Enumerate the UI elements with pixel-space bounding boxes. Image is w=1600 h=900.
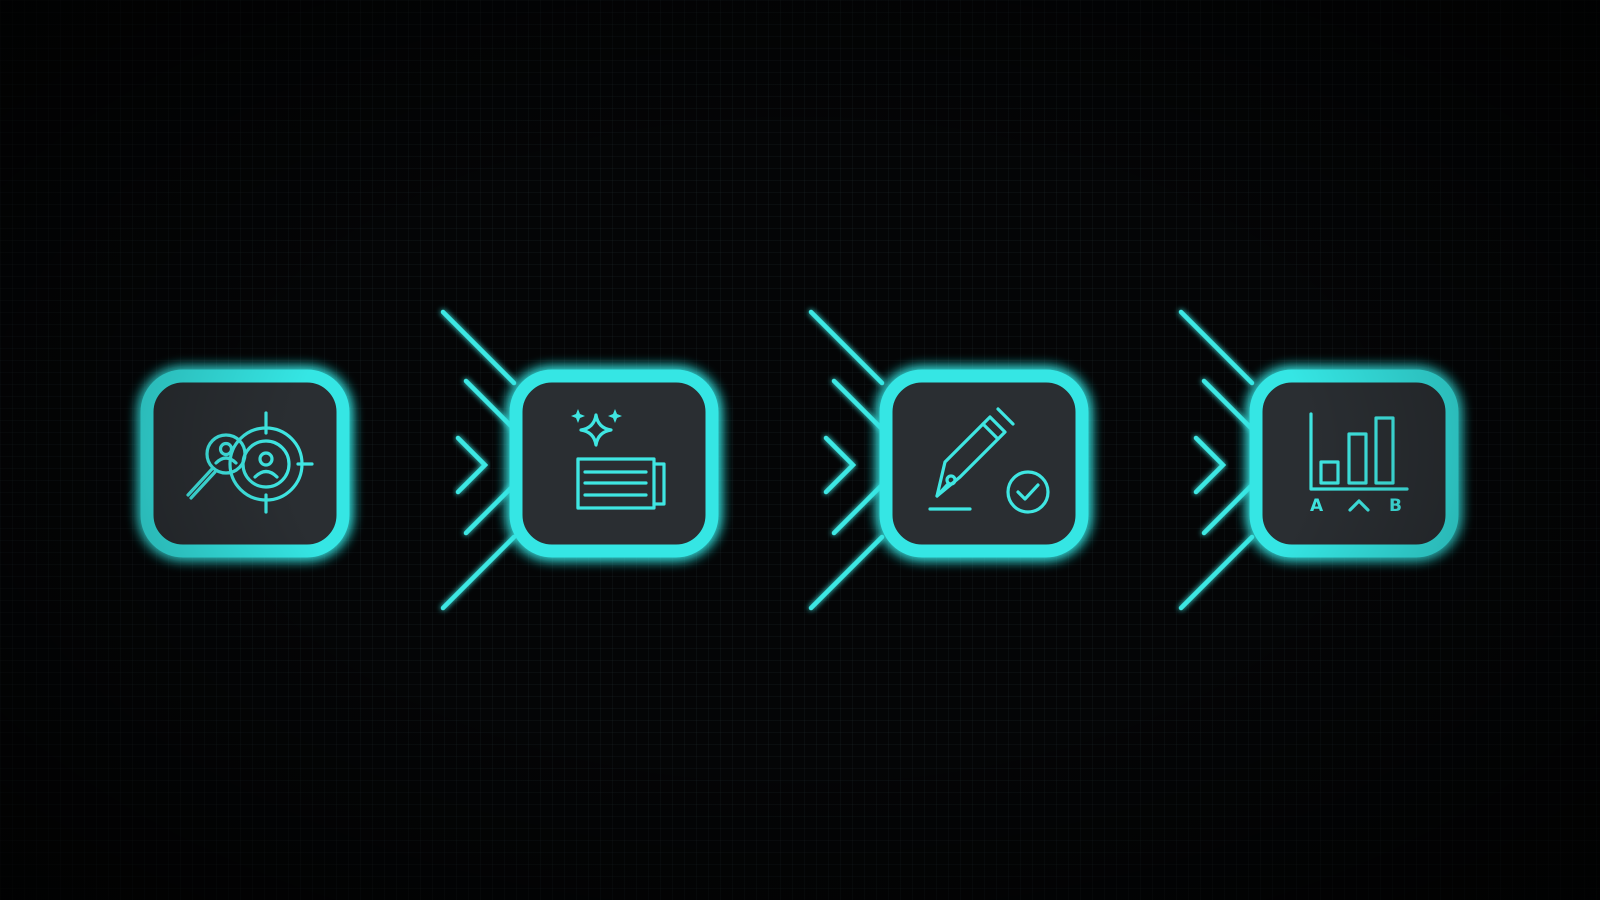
arrow-right-icon: [721, 435, 857, 495]
label-a: A: [1310, 496, 1324, 516]
step-2-box: [509, 369, 719, 558]
connector-1-2: [353, 309, 517, 611]
step-1-node: [140, 369, 350, 558]
connector-3-4: [1091, 309, 1255, 611]
arrow-right-icon: [353, 435, 489, 495]
connector-2-3: [721, 309, 885, 611]
step-1-box: [140, 369, 350, 558]
label-b: B: [1389, 496, 1402, 516]
step-3-node: [879, 369, 1089, 558]
step-2-node: [509, 369, 719, 558]
step-4-node: A B: [1249, 369, 1459, 558]
arrow-right-icon: [1091, 435, 1227, 495]
step-3-box: [879, 369, 1089, 558]
step-4-box: [1249, 369, 1459, 558]
